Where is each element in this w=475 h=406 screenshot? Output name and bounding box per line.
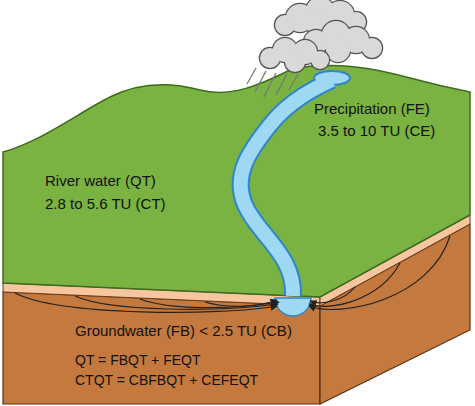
label: CTQT = CBFBQT + CEFEQT	[75, 372, 258, 389]
rain-streak	[255, 71, 266, 92]
label: River water (QT)	[45, 172, 156, 190]
label: 2.8 to 5.6 TU (CT)	[45, 195, 166, 213]
flow-line	[309, 263, 400, 306]
green-land-surface	[3, 66, 470, 297]
flow-line	[309, 236, 450, 309]
label: Precipitation (FE)	[314, 100, 430, 118]
ground-front-face	[3, 292, 320, 404]
label: Groundwater (FB) < 2.5 TU (CB)	[75, 322, 292, 340]
label: 3.5 to 10 TU (CE)	[318, 122, 435, 140]
rain-streak	[247, 68, 256, 84]
rain-streak	[289, 74, 298, 90]
rain-streak	[276, 74, 287, 95]
flow-line	[310, 287, 355, 303]
rain-streak	[264, 73, 276, 97]
flow-line	[75, 296, 278, 309]
cloud	[260, 38, 329, 72]
rain	[247, 68, 298, 97]
groundwater-flow-lines	[15, 236, 450, 312]
flow-line	[140, 299, 279, 308]
flow-line	[15, 293, 277, 312]
flow-line	[205, 300, 277, 306]
river-channel	[275, 298, 311, 316]
label: QT = FBQT + FEQT	[75, 352, 201, 369]
